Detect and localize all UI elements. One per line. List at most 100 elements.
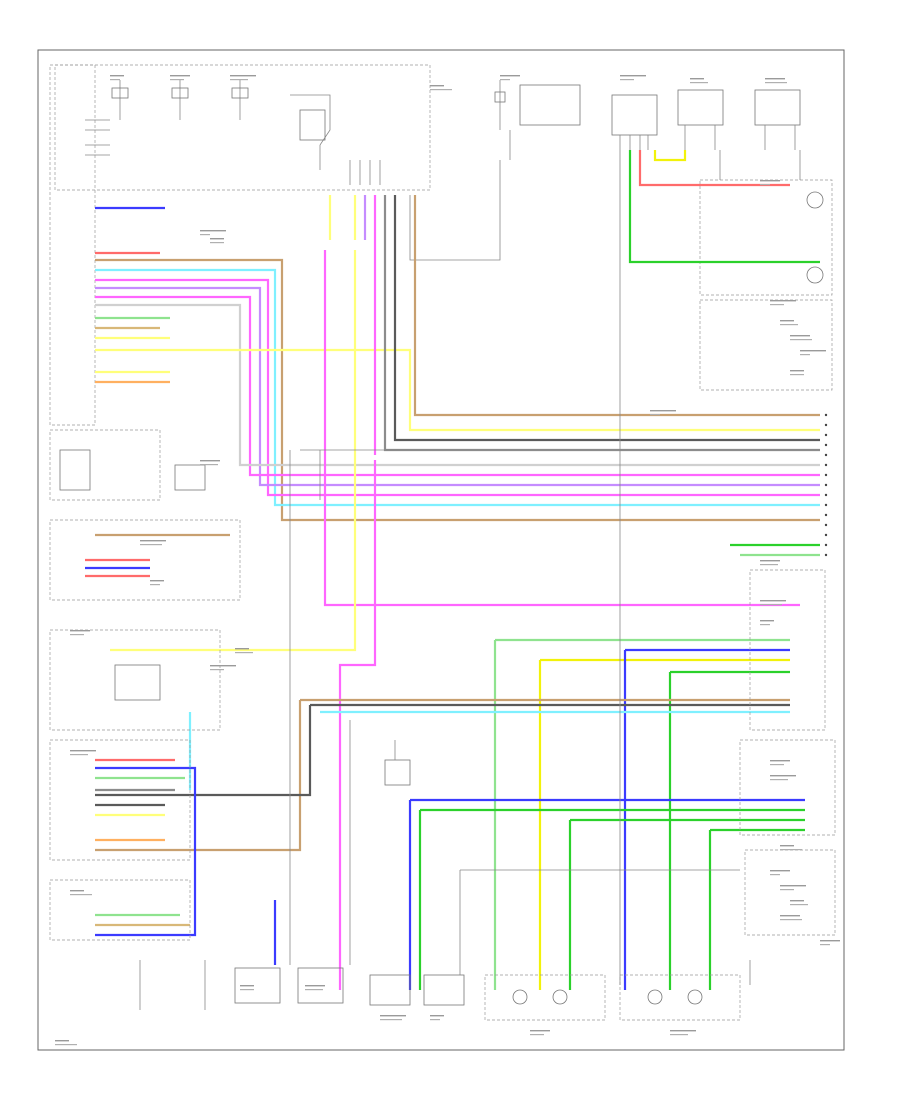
label-mark: [765, 82, 787, 84]
terminal-dot: [824, 493, 828, 497]
label-mark: [760, 620, 774, 622]
label-mark: [200, 234, 210, 236]
label-mark: [770, 764, 784, 766]
label-mark: [780, 889, 794, 891]
label-mark: [770, 775, 796, 777]
label-mark: [55, 1044, 77, 1046]
terminal-dot: [824, 543, 828, 547]
label-mark: [200, 230, 226, 232]
label-mark: [770, 304, 784, 306]
head-unit-connector: [49, 64, 110, 426]
terminal-dot: [824, 523, 828, 527]
label-mark: [765, 78, 785, 80]
label-mark: [790, 370, 804, 372]
label-mark: [780, 919, 802, 921]
terminal-dot: [824, 473, 828, 477]
label-mark: [770, 779, 788, 781]
label-mark: [240, 985, 254, 987]
label-mark: [780, 915, 800, 917]
label-mark: [530, 1034, 544, 1036]
label-mark: [170, 75, 190, 77]
label-mark: [650, 410, 676, 412]
terminal-dot: [824, 423, 828, 427]
label-mark: [150, 584, 160, 586]
label-mark: [70, 754, 88, 756]
label-mark: [200, 460, 220, 462]
bottom-components: [139, 740, 751, 1021]
label-mark: [430, 89, 452, 91]
diagram-frame: [37, 49, 845, 1051]
label-mark: [780, 845, 794, 847]
terminal-dot: [824, 433, 828, 437]
label-mark: [620, 79, 634, 81]
left-modules: [49, 429, 241, 941]
label-mark: [760, 624, 770, 626]
label-mark: [150, 580, 164, 582]
ign-relay-block: [409, 80, 581, 261]
terminal-dot: [824, 453, 828, 457]
label-mark: [780, 885, 806, 887]
label-mark: [70, 630, 90, 632]
terminal-dot: [824, 483, 828, 487]
label-mark: [620, 75, 646, 77]
terminal-dot: [824, 413, 828, 417]
label-mark: [530, 1030, 550, 1032]
top-fuse-block: [54, 64, 431, 191]
right-connector-block: [739, 569, 836, 936]
label-mark: [210, 665, 236, 667]
misc-thin-lines: [289, 150, 801, 985]
label-mark: [70, 634, 84, 636]
label-mark: [780, 849, 802, 851]
label-mark: [305, 985, 325, 987]
label-mark: [305, 989, 323, 991]
terminal-dot: [824, 533, 828, 537]
label-mark: [770, 870, 790, 872]
label-mark: [140, 540, 166, 542]
label-mark: [380, 1015, 406, 1017]
terminal-dot: [824, 513, 828, 517]
label-mark: [670, 1030, 696, 1032]
wire-harness: [85, 150, 820, 990]
label-mark: [790, 339, 812, 341]
label-mark: [70, 894, 92, 896]
label-mark: [55, 1040, 69, 1042]
label-mark: [690, 78, 704, 80]
label-mark: [790, 335, 810, 337]
label-mark: [210, 669, 224, 671]
speaker-connectors-top: [611, 89, 801, 150]
label-mark: [690, 82, 708, 84]
label-mark: [760, 604, 782, 606]
terminal-dot: [824, 503, 828, 507]
label-mark: [790, 374, 804, 376]
tiny-labels: [55, 75, 840, 1046]
label-mark: [110, 75, 124, 77]
terminal-dot: [824, 553, 828, 557]
label-mark: [500, 79, 510, 81]
label-mark: [70, 890, 84, 892]
label-mark: [760, 180, 780, 182]
label-mark: [760, 564, 778, 566]
label-mark: [820, 940, 840, 942]
label-mark: [110, 79, 120, 81]
label-mark: [770, 760, 790, 762]
label-mark: [800, 354, 810, 356]
label-mark: [760, 560, 780, 562]
label-mark: [235, 648, 249, 650]
label-mark: [230, 75, 256, 77]
label-mark: [760, 600, 786, 602]
label-mark: [380, 1019, 402, 1021]
label-mark: [780, 320, 794, 322]
label-mark: [140, 544, 162, 546]
label-mark: [430, 1015, 444, 1017]
label-mark: [430, 1019, 440, 1021]
label-mark: [210, 238, 224, 240]
label-mark: [430, 85, 444, 87]
label-mark: [800, 350, 826, 352]
label-mark: [650, 414, 660, 416]
label-mark: [670, 1034, 688, 1036]
label-mark: [780, 324, 798, 326]
terminal-dot: [824, 463, 828, 467]
label-mark: [230, 79, 248, 81]
